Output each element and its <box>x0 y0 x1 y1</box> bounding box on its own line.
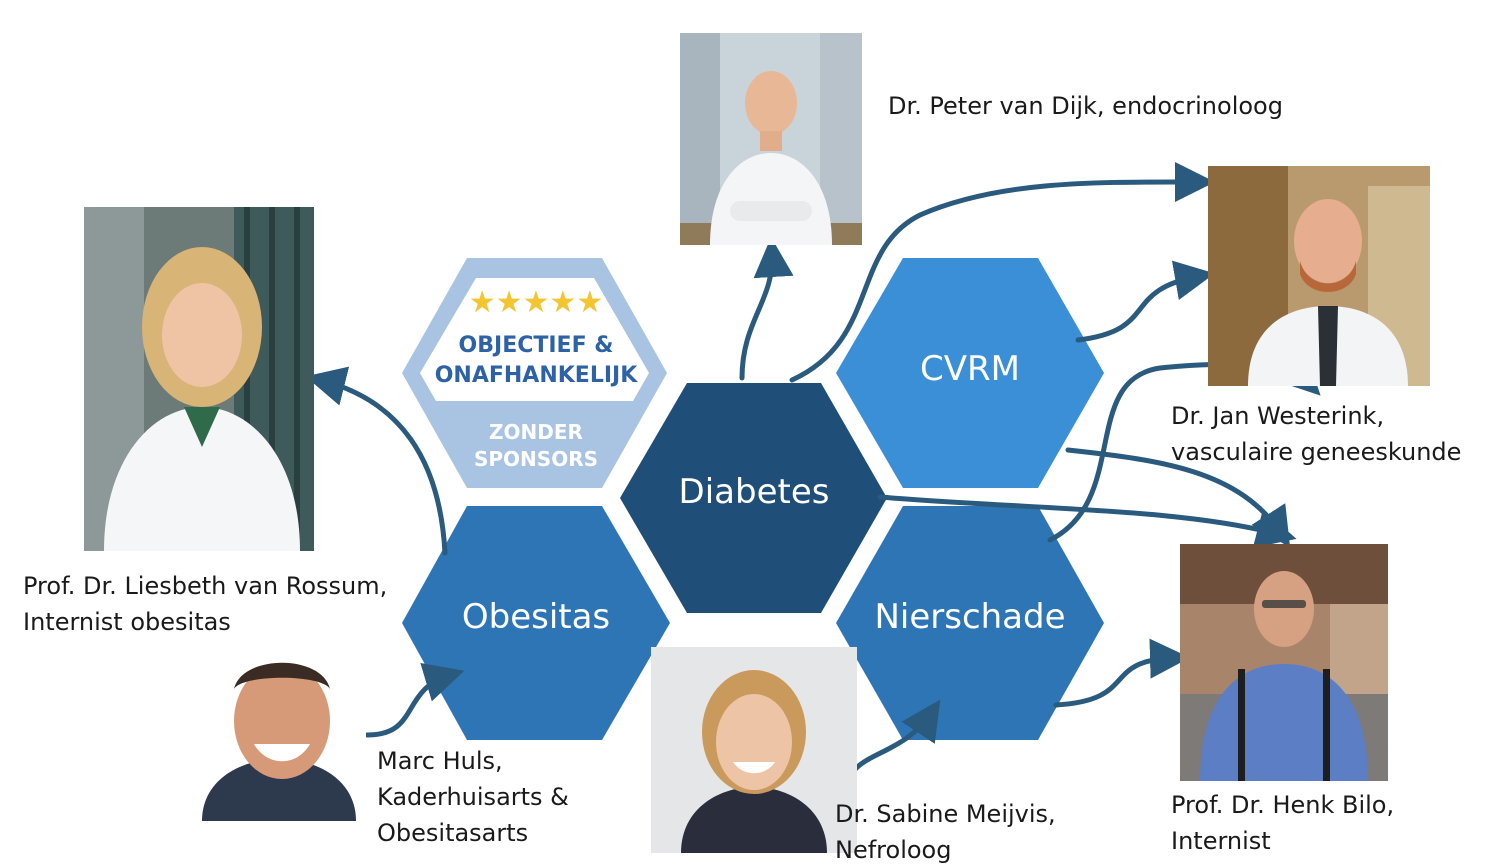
caption-meijvis-line1: Dr. Sabine Meijvis, <box>835 800 1056 828</box>
hexagon-obesitas-label: Obesitas <box>462 597 610 637</box>
hexagon-nierschade: Nierschade <box>836 506 1104 740</box>
arrow-diabetes-to-bilo <box>877 494 1297 548</box>
arrow-diabetes-to-van-dijk <box>739 237 794 381</box>
caption-westerink-line1: Dr. Jan Westerink, <box>1171 402 1385 430</box>
arrow-diabetes-to-westerink-top <box>789 161 1215 383</box>
badge-line4: SPONSORS <box>474 447 598 471</box>
badge-hexagon: ★★★★★ OBJECTIEF & ONAFHANKELIJK ZONDER S… <box>402 258 667 488</box>
caption-bilo: Prof. Dr. Henk Bilo, Internist <box>1171 787 1394 859</box>
photo-huls <box>192 649 366 821</box>
caption-bilo-line2: Internist <box>1171 827 1271 855</box>
badge-stars: ★★★★★ <box>469 285 603 320</box>
arrow-nierschade-to-bilo <box>1053 638 1190 708</box>
hexagon-diabetes-label: Diabetes <box>679 472 830 512</box>
caption-huls-line3: Obesitasarts <box>377 819 529 847</box>
caption-meijvis: Dr. Sabine Meijvis, Nefroloog <box>835 796 1056 868</box>
photo-bilo <box>1180 544 1388 781</box>
photo-van-dijk <box>680 33 862 245</box>
caption-huls: Marc Huls, Kaderhuisarts & Obesitasarts <box>377 743 569 851</box>
caption-van-rossum: Prof. Dr. Liesbeth van Rossum, Internist… <box>23 568 387 640</box>
badge-line1: OBJECTIEF & <box>459 333 614 358</box>
caption-van-dijk: Dr. Peter van Dijk, endocrinoloog <box>888 88 1283 124</box>
badge-line3: ZONDER <box>489 420 583 444</box>
photo-van-rossum <box>84 207 314 551</box>
caption-westerink: Dr. Jan Westerink, vasculaire geneeskund… <box>1171 398 1461 470</box>
caption-van-rossum-line2: Internist obesitas <box>23 608 231 636</box>
hexagon-nierschade-label: Nierschade <box>874 597 1065 637</box>
arrow-huls-to-obesitas <box>364 663 465 738</box>
caption-van-rossum-line1: Prof. Dr. Liesbeth van Rossum, <box>23 572 388 600</box>
hexagon-diabetes: Diabetes <box>620 383 887 613</box>
arrow-obesitas-to-van-rossum <box>305 366 448 556</box>
arrow-cvrm-to-westerink <box>1075 260 1215 343</box>
photo-meijvis <box>651 647 857 853</box>
hexagon-cvrm: CVRM <box>836 258 1104 488</box>
caption-huls-line2: Kaderhuisarts & <box>377 783 569 811</box>
caption-bilo-line1: Prof. Dr. Henk Bilo, <box>1171 791 1395 819</box>
badge-line2: ONAFHANKELIJK <box>435 363 638 388</box>
photo-westerink <box>1208 166 1430 386</box>
hexagon-cvrm-label: CVRM <box>920 349 1020 389</box>
caption-westerink-line2: vasculaire geneeskunde <box>1171 438 1462 466</box>
caption-meijvis-line2: Nefroloog <box>835 836 952 864</box>
caption-huls-line1: Marc Huls, <box>377 747 503 775</box>
hexagon-obesitas: Obesitas <box>402 506 670 740</box>
caption-van-dijk-line1: Dr. Peter van Dijk, endocrinoloog <box>888 92 1283 120</box>
